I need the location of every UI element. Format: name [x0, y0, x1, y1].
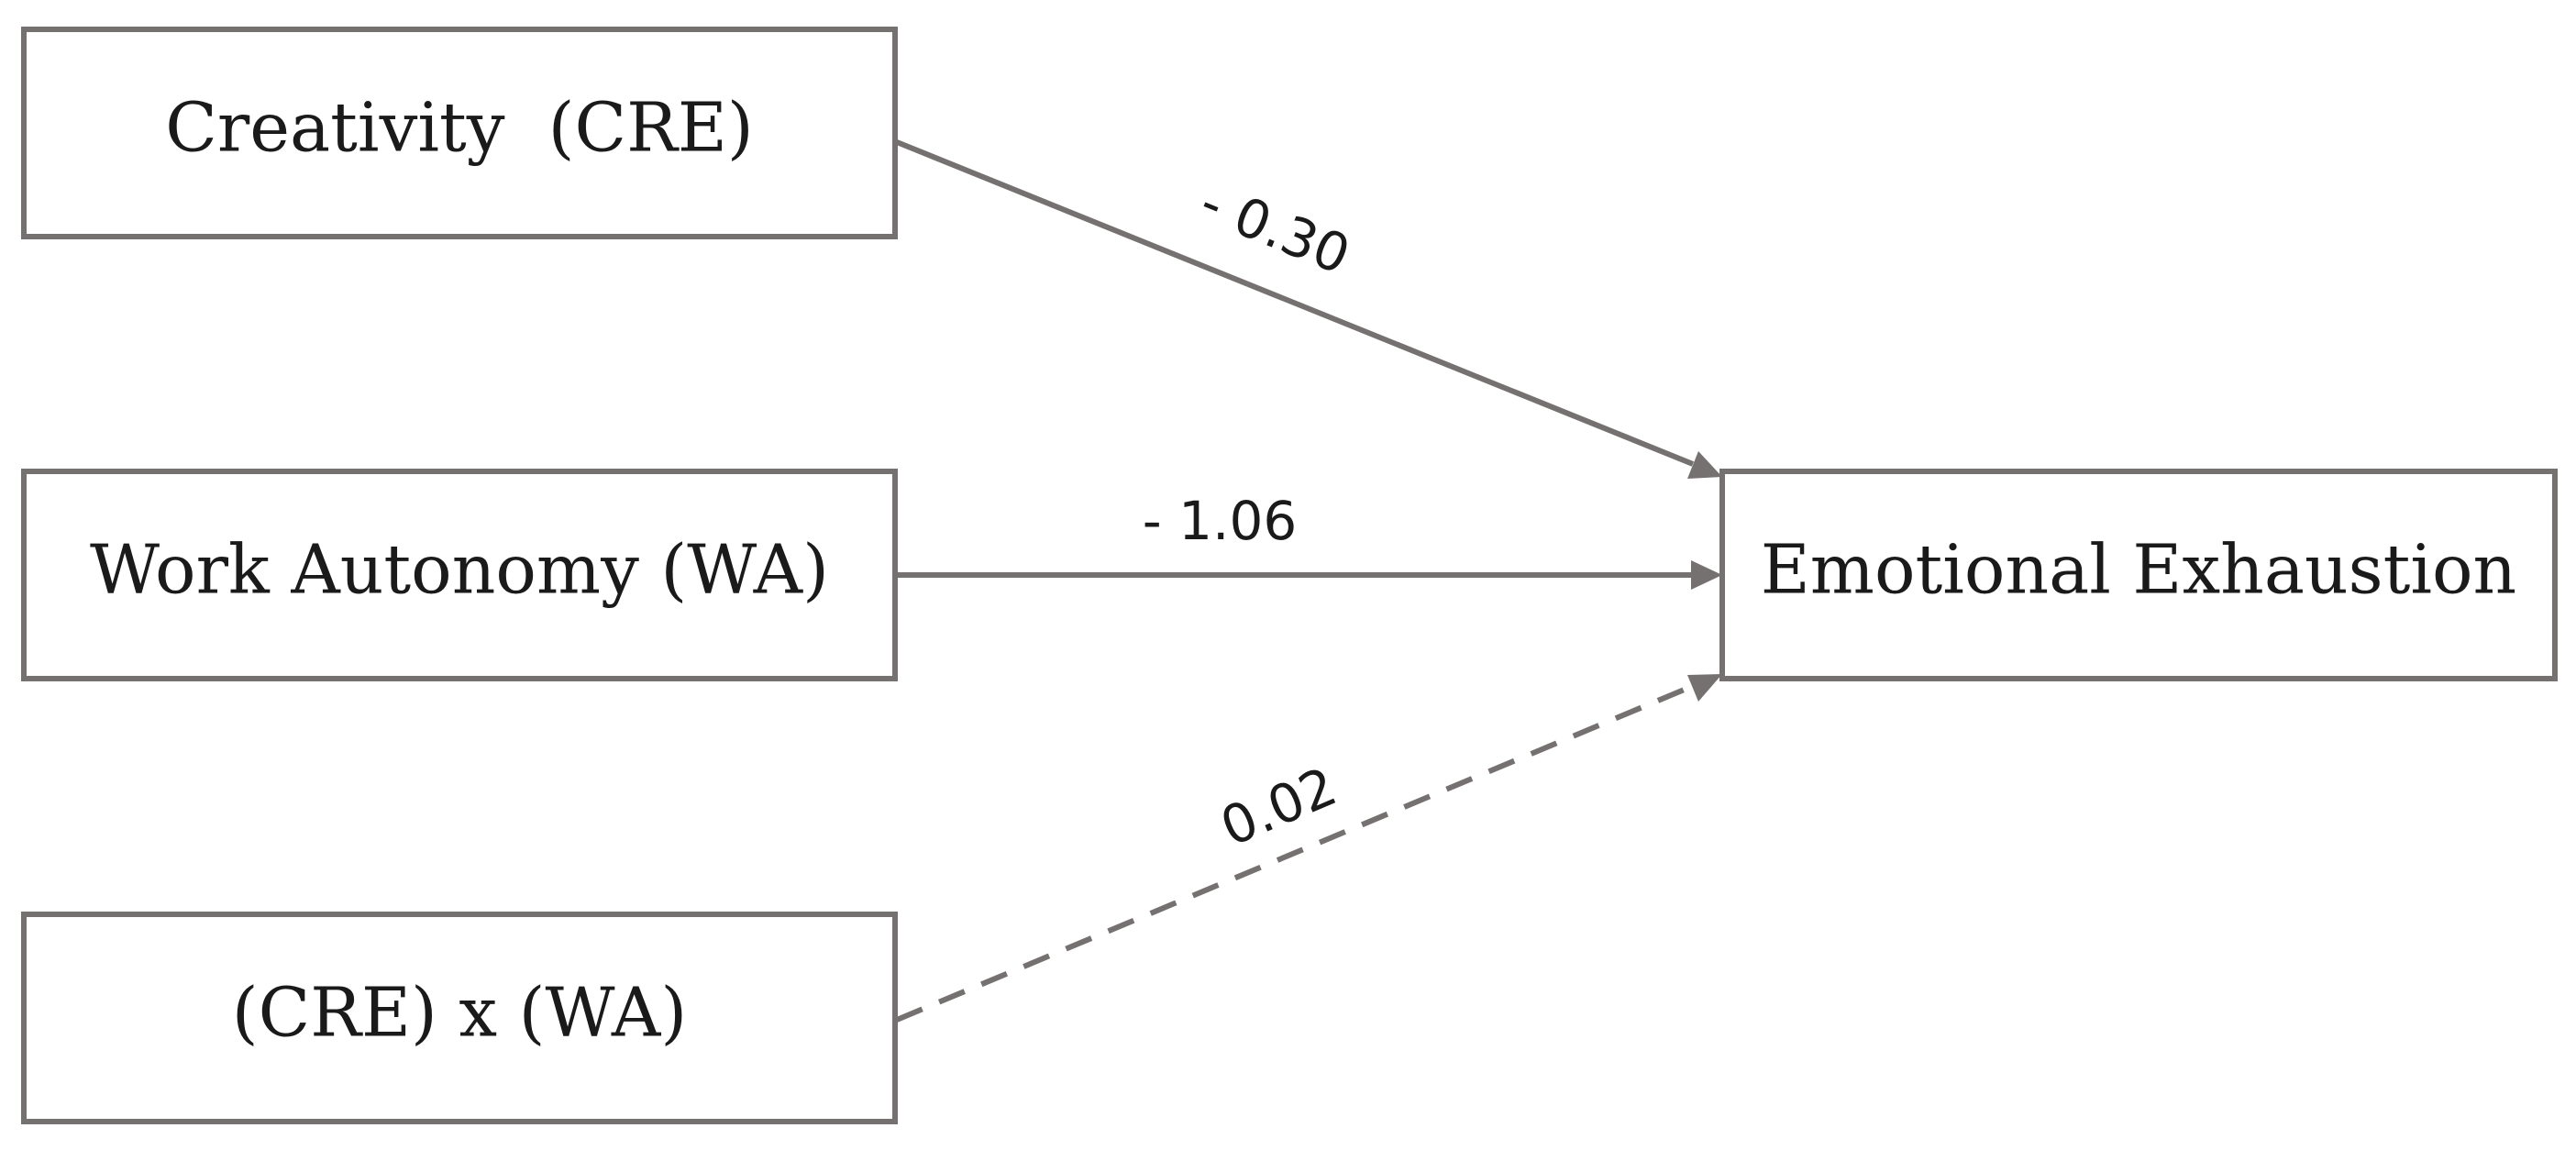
- node-interaction-label: (CRE) x (WA): [232, 973, 687, 1052]
- node-work-autonomy: Work Autonomy (WA): [21, 469, 898, 681]
- node-creativity-box: [21, 27, 898, 239]
- path-interaction-to-outcome: 0.02: [895, 674, 1722, 1023]
- node-creativity: Creativity (CRE): [21, 27, 898, 239]
- arrowhead-work-autonomy: [1691, 560, 1722, 590]
- node-work-autonomy-box: [21, 469, 898, 681]
- arrowhead-creativity: [1687, 451, 1722, 479]
- node-outcome-box: [1719, 469, 2558, 681]
- path-creativity-line: [895, 139, 1695, 467]
- arrowhead-interaction: [1687, 674, 1722, 702]
- node-work-autonomy-label: Work Autonomy (WA): [90, 530, 829, 609]
- path-interaction-line: [895, 683, 1695, 1023]
- node-creativity-label: Creativity (CRE): [165, 88, 753, 167]
- node-outcome-label: Emotional Exhaustion: [1761, 530, 2516, 609]
- coef-work-autonomy: - 1.06: [1143, 490, 1298, 552]
- node-outcome: Emotional Exhaustion: [1719, 469, 2558, 681]
- path-work-autonomy-to-outcome: - 1.06: [897, 490, 1722, 590]
- node-interaction: (CRE) x (WA): [21, 912, 898, 1124]
- node-interaction-box: [21, 912, 898, 1124]
- path-creativity-to-outcome: - 0.30: [895, 139, 1722, 479]
